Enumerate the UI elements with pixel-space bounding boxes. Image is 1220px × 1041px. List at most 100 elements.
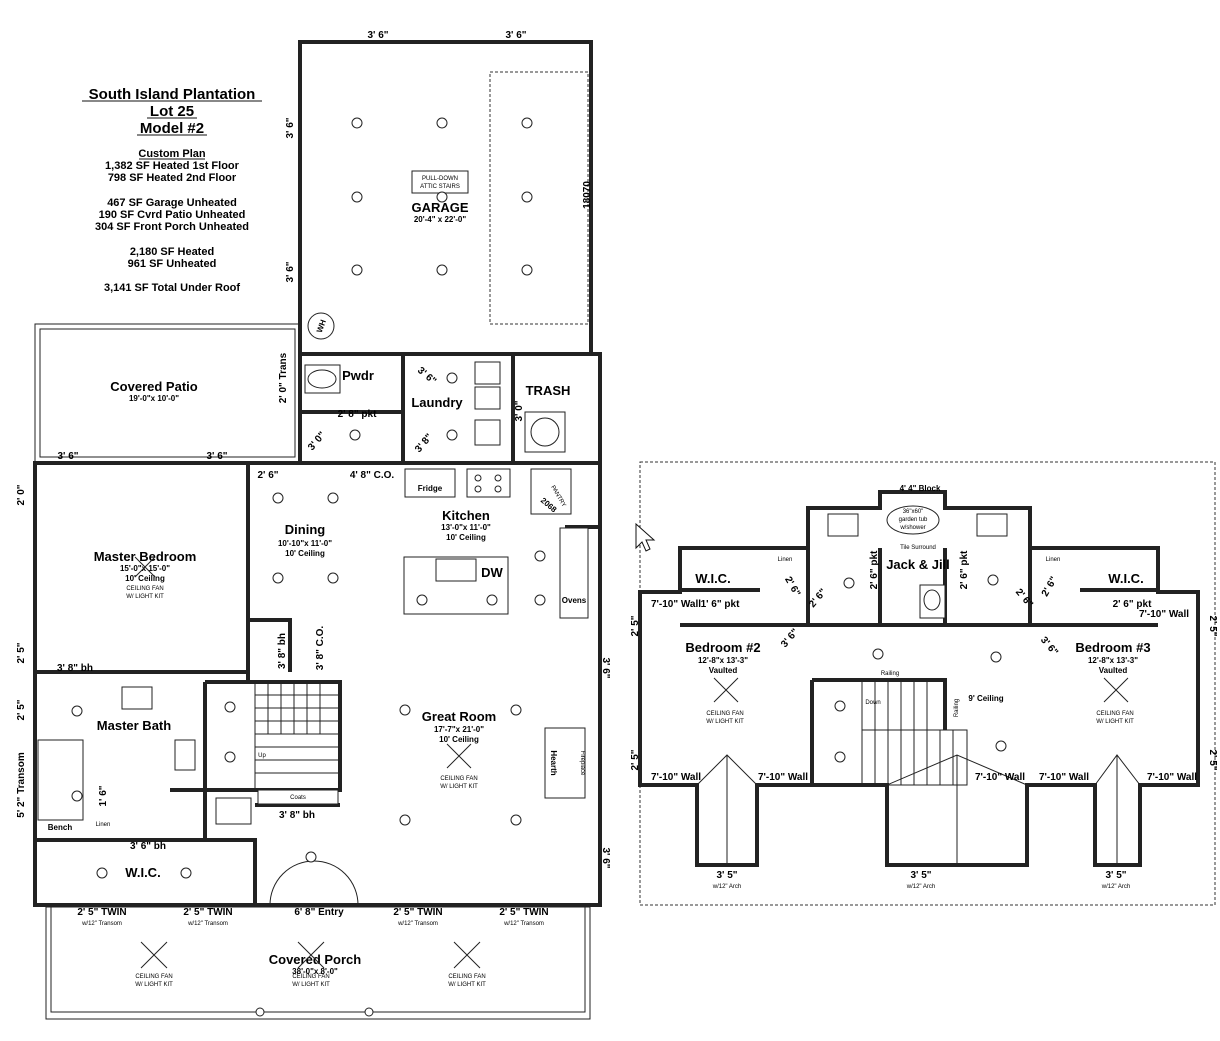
garage-side-dim: 3' 6": [285, 117, 296, 138]
dining-size: 10'-10"x 11'-0": [278, 539, 332, 548]
window-dim: 3' 6": [57, 451, 78, 462]
great-room-ceiling: 10' Ceiling: [439, 735, 479, 744]
cased-opening-dim: 4' 8" C.O.: [350, 470, 395, 481]
coats-label: Coats: [290, 795, 306, 801]
linen-label: Linen: [778, 557, 793, 563]
transom-note: w/12" Transom: [187, 921, 228, 927]
wall-height-label: 7'-10" Wall: [1039, 772, 1089, 783]
door-dim: 3' 0": [306, 430, 328, 453]
ceiling-fan-note: W/ LIGHT KIT: [1096, 719, 1134, 725]
twin-window-dim: 2' 5" TWIN: [499, 907, 548, 918]
window-dim: 2' 5": [1207, 615, 1218, 636]
title-line-1: South Island Plantation: [89, 86, 256, 103]
ceiling-fan-note: CEILING FAN: [292, 974, 329, 980]
stat-8: 3,141 SF Total Under Roof: [104, 282, 240, 294]
arch-note: w/12" Arch: [712, 884, 741, 890]
second-floor-walls: [638, 490, 1200, 867]
pocket-door-dim: 2' 6" pkt: [1113, 599, 1152, 610]
fireplace-label: Fireplace: [579, 751, 585, 776]
attic-stairs-label: PULL-DOWN: [422, 176, 458, 182]
mouse-cursor-icon: [635, 522, 656, 552]
bedroom-2-vault: Vaulted: [709, 666, 738, 675]
ceiling-fan-note: W/ LIGHT KIT: [706, 719, 744, 725]
door-dim: 2' 6": [807, 587, 829, 610]
bedroom-2-size: 12'-8"x 13'-3": [698, 656, 748, 665]
ceiling-fan-note: W/ LIGHT KIT: [292, 982, 330, 988]
tile-surround-label: Tile Surround: [900, 545, 936, 551]
plan-title-block: South Island Plantation Lot 25 Model #2 …: [82, 86, 262, 294]
door-dim: 1' 6": [98, 785, 109, 806]
linen-label: Linen: [1046, 557, 1061, 563]
dining-ceiling: 10' Ceiling: [285, 549, 325, 558]
roof-outline: [639, 461, 1216, 906]
attic-stairs-label: ATTIC STAIRS: [420, 184, 460, 190]
door-dim: 2' 6": [1040, 575, 1060, 599]
water-heater-label: WH: [315, 318, 328, 334]
arch-window-dim: 3' 5": [716, 870, 737, 881]
ceiling-fan-note: CEILING FAN: [135, 974, 172, 980]
stat-4: 190 SF Cvrd Patio Unheated: [99, 209, 246, 221]
transom-note: w/12" Transom: [81, 921, 122, 927]
entry-door-dim: 6' 8" Entry: [294, 907, 344, 918]
door-dim: 3' 6": [415, 365, 438, 387]
stairs: [254, 681, 341, 791]
arch-window-dim: 3' 5": [1105, 870, 1126, 881]
pocket-door-dim: 2' 6" pkt: [869, 550, 880, 589]
bath-transom-dim: 5' 2" Transom: [16, 752, 27, 818]
fan-icon: [134, 556, 481, 969]
ceiling-fan-note: W/ LIGHT KIT: [440, 784, 478, 790]
wall-height-label: 7'-10" Wall: [1147, 772, 1197, 783]
ceiling-fan-note: W/ LIGHT KIT: [126, 594, 164, 600]
ceiling-fan-note: W/ LIGHT KIT: [448, 982, 486, 988]
window-dim: 3' 6": [600, 657, 611, 678]
fan-icon: [713, 677, 1129, 703]
stat-1: 1,382 SF Heated 1st Floor: [105, 160, 240, 172]
bifold-dim: 3' 8" bh: [57, 663, 93, 674]
wall-height-label: 7'-10" Wall: [1139, 609, 1189, 620]
ceiling-fan-note: W/ LIGHT KIT: [135, 982, 173, 988]
transom-note: w/12" Transom: [503, 921, 544, 927]
window-dim: 3' 6": [206, 451, 227, 462]
trash-label: TRASH: [526, 383, 571, 398]
covered-porch-size: 38'-0"x 8'-0": [292, 967, 338, 976]
railing-label: Railing: [881, 671, 899, 677]
wall-height-label: 7'-10" Wall: [651, 772, 701, 783]
fridge-label: Fridge: [418, 484, 443, 493]
window-dim: 2' 5": [1207, 749, 1218, 770]
master-bath-label: Master Bath: [97, 718, 171, 733]
tub-label: w/shower: [899, 525, 925, 531]
first-floor-plan: 3' 6" 3' 6" 3' 6" 3' 6" 18070 PULL-DOWN …: [16, 30, 611, 1020]
pocket-door-dim: 2' 8" pkt: [338, 409, 377, 420]
kitchen-ceiling: 10' Ceiling: [446, 533, 486, 542]
tub-label: garden tub: [899, 517, 928, 523]
bedroom-3-label: Bedroom #3: [1075, 640, 1150, 655]
title-line-2: Lot 25: [150, 103, 194, 120]
pocket-door-dim: 1' 6" pkt: [701, 599, 740, 610]
wall-height-label: 7'-10" Wall: [758, 772, 808, 783]
ceiling-fan-note: CEILING FAN: [448, 974, 485, 980]
ovens-label: Ovens: [562, 596, 587, 605]
stat-5: 304 SF Front Porch Unheated: [95, 221, 249, 233]
garage-size: 20'-4" x 22'-0": [414, 215, 467, 224]
ceiling-fan-note: CEILING FAN: [1096, 711, 1133, 717]
door-dim: 3' 8": [413, 432, 435, 455]
light-fixture-icon: [834, 574, 1007, 763]
garage-side-dim: 3' 6": [285, 261, 296, 282]
window-dim: 2' 5": [16, 642, 27, 663]
jack-jill-label: Jack & Jill: [886, 557, 950, 572]
transom-note: w/12" Transom: [397, 921, 438, 927]
stat-2: 798 SF Heated 2nd Floor: [108, 172, 237, 184]
second-floor-plan: 4' 4" Block 36"x60" garden tub w/shower …: [630, 461, 1218, 906]
cased-opening-dim: 3' 8" C.O.: [315, 626, 326, 671]
arch-note: w/12" Arch: [906, 884, 935, 890]
window-dim: 3' 6": [600, 847, 611, 868]
bedroom-3-vault: Vaulted: [1099, 666, 1128, 675]
main-house-walls: [33, 461, 602, 907]
door-dim: 3' 6": [1038, 635, 1060, 658]
arch-window-dim: 3' 5": [910, 870, 931, 881]
twin-window-dim: 2' 5" TWIN: [77, 907, 126, 918]
great-room-label: Great Room: [422, 709, 496, 724]
door-dim: 2' 6": [257, 470, 278, 481]
wic-label: W.I.C.: [1108, 571, 1143, 586]
